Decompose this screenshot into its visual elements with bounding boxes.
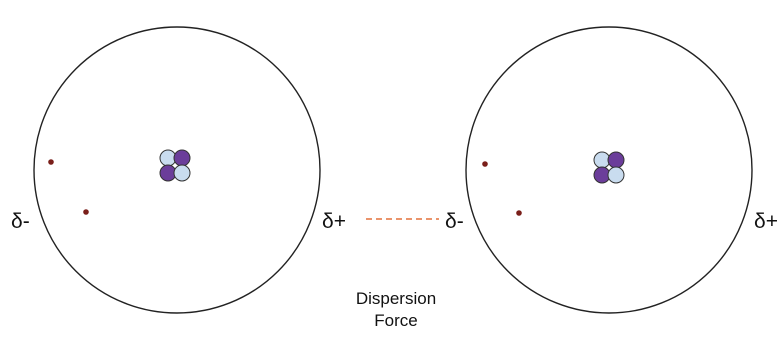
neutron <box>607 166 625 184</box>
atom-left: δ- δ+ <box>11 26 346 314</box>
electron <box>83 209 89 215</box>
partial-negative-charge: δ- <box>445 210 464 233</box>
nucleus <box>593 151 625 184</box>
partial-negative-charge: δ- <box>11 210 30 233</box>
force-label-line1: Dispersion <box>356 289 436 308</box>
electron-shell <box>465 26 753 314</box>
proton <box>607 151 625 169</box>
electron <box>482 161 488 167</box>
proton <box>173 149 191 167</box>
partial-positive-charge: δ+ <box>322 210 346 233</box>
electron <box>516 210 522 216</box>
electron-shell <box>33 26 321 314</box>
nucleus <box>159 149 191 182</box>
electron <box>48 159 54 165</box>
force-label-line2: Force <box>374 311 417 330</box>
neutron <box>173 164 191 182</box>
atom-right: δ- δ+ <box>445 26 778 314</box>
partial-positive-charge: δ+ <box>754 210 778 233</box>
